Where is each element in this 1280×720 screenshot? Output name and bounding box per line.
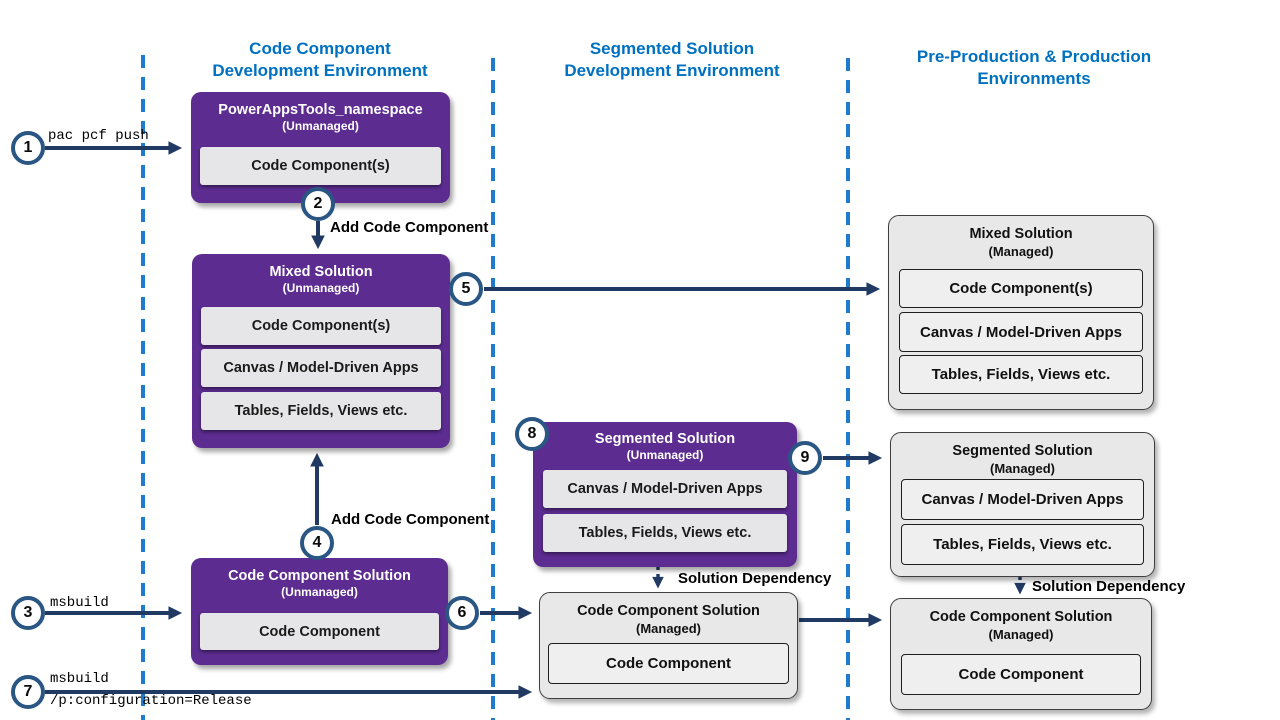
box-item: Canvas / Model-Driven Apps bbox=[899, 312, 1143, 352]
step-circle-8: 8 bbox=[515, 417, 549, 451]
box-mixed-solution-managed: Mixed Solution (Managed) Code Component(… bbox=[888, 215, 1154, 410]
box-title: Code Component Solution bbox=[929, 609, 1113, 625]
box-title: Mixed Solution bbox=[269, 264, 373, 280]
lane-divider-lines bbox=[141, 55, 850, 720]
box-item: Tables, Fields, Views etc. bbox=[899, 355, 1143, 394]
box-title: PowerAppsTools_namespace bbox=[218, 102, 423, 118]
box-item: Code Component bbox=[200, 613, 439, 650]
step-circle-7: 7 bbox=[11, 675, 45, 709]
box-item: Canvas / Model-Driven Apps bbox=[543, 470, 787, 508]
box-state: (Managed) bbox=[636, 621, 701, 636]
step-circle-4: 4 bbox=[300, 526, 334, 560]
label-solution-dependency-right: Solution Dependency bbox=[1032, 578, 1186, 595]
step-circle-6: 6 bbox=[445, 596, 479, 630]
step-circle-2: 2 bbox=[301, 187, 335, 221]
label-pac-pcf-push: pac pcf push bbox=[48, 128, 149, 144]
box-item: Code Component(s) bbox=[200, 147, 441, 185]
box-powerappstools-namespace: PowerAppsTools_namespace (Unmanaged) Cod… bbox=[191, 92, 450, 203]
label-msbuild-release-line2: /p:configuration=Release bbox=[50, 693, 252, 709]
flow-arrows bbox=[45, 141, 883, 699]
box-item: Tables, Fields, Views etc. bbox=[201, 392, 441, 430]
box-mixed-solution-unmanaged: Mixed Solution (Unmanaged) Code Componen… bbox=[192, 254, 450, 448]
lane-header-segmented-dev: Segmented Solution Development Environme… bbox=[564, 39, 780, 80]
box-segmented-solution-managed: Segmented Solution (Managed) Canvas / Mo… bbox=[890, 432, 1155, 577]
box-item: Code Component bbox=[901, 654, 1141, 695]
box-title: Code Component Solution bbox=[228, 568, 411, 584]
lane-header-code-component-dev: Code Component Development Environment bbox=[212, 39, 428, 80]
box-title: Segmented Solution bbox=[952, 443, 1093, 459]
box-state: (Unmanaged) bbox=[282, 281, 360, 295]
box-code-component-solution-managed-prod: Code Component Solution (Managed) Code C… bbox=[890, 598, 1152, 710]
box-state: (Managed) bbox=[988, 244, 1054, 259]
step-circle-5: 5 bbox=[449, 272, 483, 306]
box-code-component-solution-unmanaged: Code Component Solution (Unmanaged) Code… bbox=[191, 558, 448, 665]
step-circle-3: 3 bbox=[11, 596, 45, 630]
box-item: Canvas / Model-Driven Apps bbox=[901, 479, 1144, 520]
box-item: Code Component bbox=[548, 643, 789, 684]
box-segmented-solution-unmanaged: Segmented Solution (Unmanaged) Canvas / … bbox=[533, 422, 797, 567]
label-msbuild-release-line1: msbuild bbox=[50, 671, 109, 687]
box-item: Tables, Fields, Views etc. bbox=[901, 524, 1144, 565]
box-item: Canvas / Model-Driven Apps bbox=[201, 349, 441, 387]
box-state: (Managed) bbox=[990, 461, 1055, 476]
dependency-arrows bbox=[652, 567, 1026, 595]
box-title: Mixed Solution bbox=[969, 226, 1073, 242]
lane-header-preprod-prod: Pre-Production & Production Environments bbox=[916, 47, 1152, 88]
box-title: Segmented Solution bbox=[594, 431, 736, 447]
label-add-code-component-bottom: Add Code Component bbox=[331, 511, 490, 528]
box-item: Code Component(s) bbox=[899, 269, 1143, 308]
box-code-component-solution-managed-mid: Code Component Solution (Managed) Code C… bbox=[539, 592, 798, 699]
box-item: Code Component(s) bbox=[201, 307, 441, 345]
box-state: (Unmanaged) bbox=[281, 585, 358, 599]
step-circle-1: 1 bbox=[11, 131, 45, 165]
box-item: Tables, Fields, Views etc. bbox=[543, 514, 787, 552]
label-solution-dependency-mid: Solution Dependency bbox=[678, 570, 832, 587]
step-circle-9: 9 bbox=[788, 441, 822, 475]
box-state: (Unmanaged) bbox=[626, 448, 704, 462]
box-state: (Unmanaged) bbox=[282, 119, 359, 133]
box-title: Code Component Solution bbox=[577, 603, 760, 619]
label-msbuild: msbuild bbox=[50, 595, 109, 611]
box-state: (Managed) bbox=[988, 627, 1054, 642]
label-add-code-component-top: Add Code Component bbox=[330, 219, 489, 236]
